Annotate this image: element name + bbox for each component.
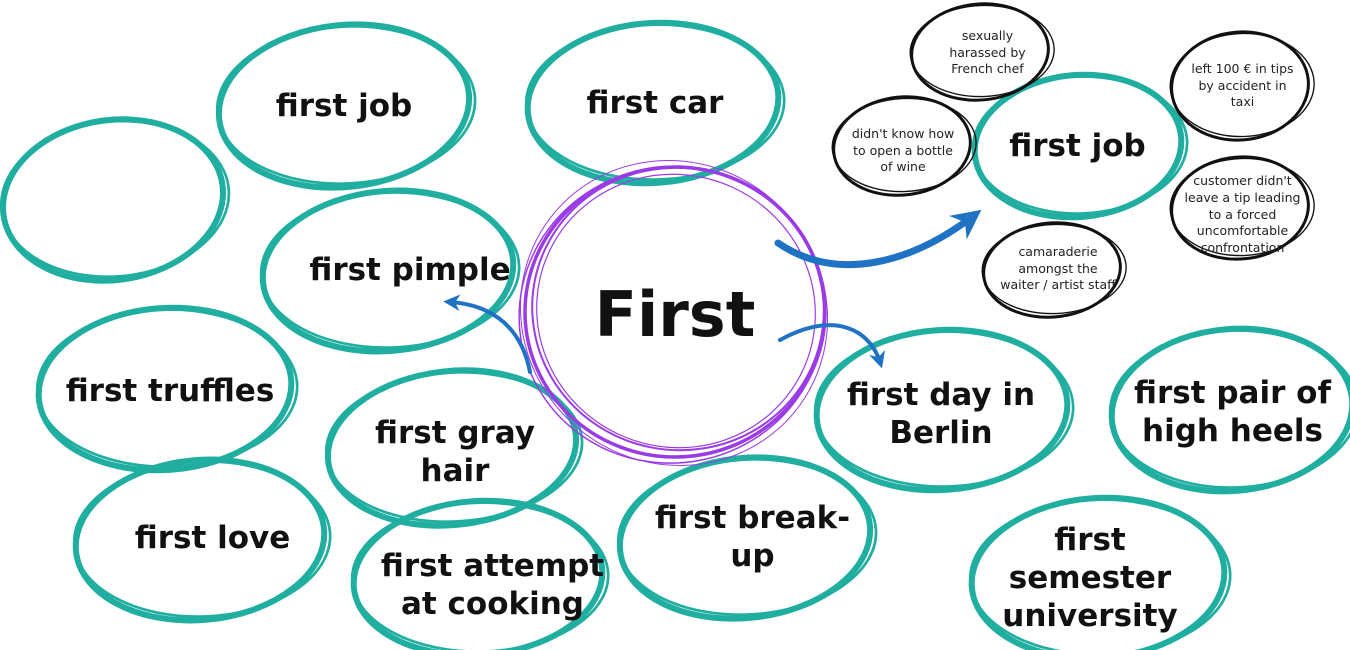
bubble-first-gray-hair bbox=[324, 367, 584, 529]
detail-first-job-bubble bbox=[971, 71, 1189, 221]
note-customer-tip-oval bbox=[1169, 155, 1315, 261]
bubble-first-break-up bbox=[616, 454, 878, 622]
bubble-first-love bbox=[72, 456, 332, 624]
arrow-to-first-job-detail bbox=[774, 209, 982, 269]
bubble-first-car bbox=[524, 19, 786, 187]
bubble-first-truffles bbox=[35, 304, 299, 474]
arrow-to-first-day-in-berlin bbox=[778, 323, 886, 369]
bubble-first-attempt-at-cooking bbox=[350, 497, 610, 650]
note-sexually-harassed-oval bbox=[909, 2, 1055, 102]
bubble-first-semester-university bbox=[968, 494, 1232, 650]
note-left-tips-oval bbox=[1169, 30, 1315, 142]
central-topic-circle bbox=[518, 159, 829, 467]
note-wine-bottle-oval bbox=[831, 95, 977, 197]
bubble-first-job bbox=[215, 21, 477, 191]
note-camaraderie-oval bbox=[981, 221, 1127, 319]
bubble-first-day-in-berlin bbox=[813, 326, 1075, 494]
bubble-first-pair-of-high-heels bbox=[1108, 325, 1350, 495]
bubble-empty bbox=[0, 116, 231, 284]
arrow-to-first-pimple bbox=[443, 294, 532, 374]
bubble-first-pimple bbox=[259, 187, 521, 355]
